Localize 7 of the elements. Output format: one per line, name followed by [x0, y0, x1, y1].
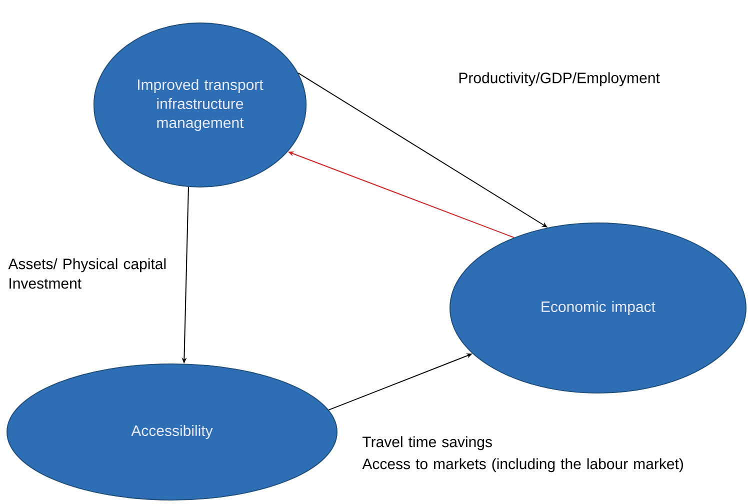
ellipse-node: Economic impact	[450, 222, 746, 394]
ellipse-node: Accessibility	[6, 364, 338, 500]
ellipse-node: Improved transport infrastructure management	[93, 22, 307, 188]
annotation-text: Productivity/GDP/Employment	[459, 72, 660, 86]
annotation-text: Assets/ Physical capital Investment	[8, 258, 166, 289]
annotation-text: Travel time savings	[362, 436, 492, 450]
annotation-text: Access to markets (including the labour market)	[362, 458, 683, 472]
